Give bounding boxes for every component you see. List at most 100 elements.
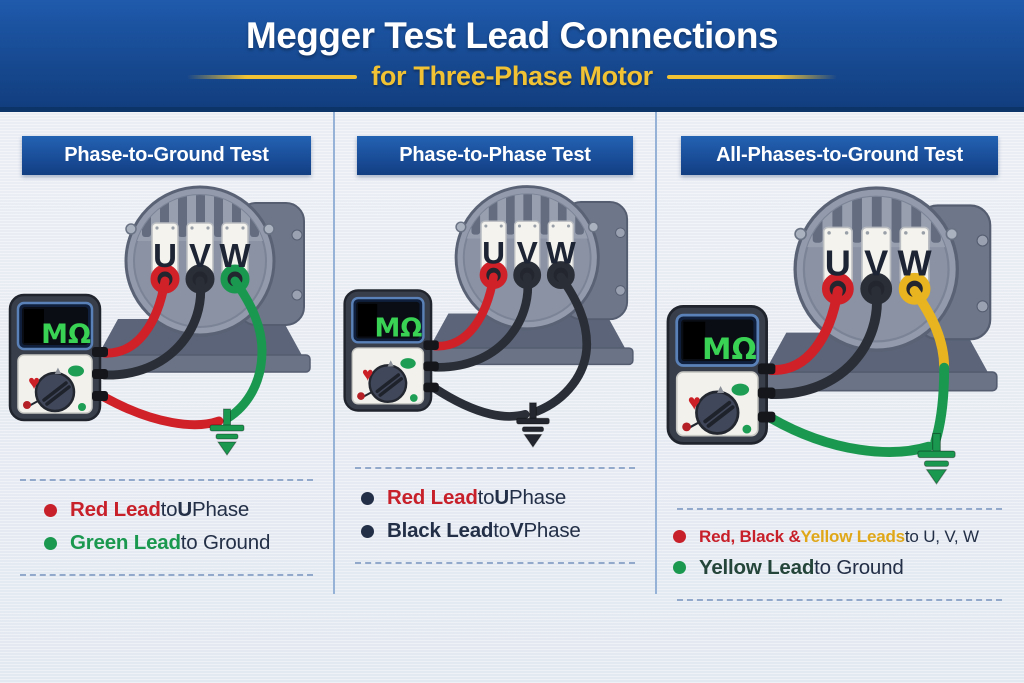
instruction-text: U [494,486,509,510]
megger-display: MΩ [41,319,91,350]
terminal-boots [479,261,575,289]
instruction-text: to [493,519,510,543]
page-title: Megger Test Lead Connections [245,14,779,56]
red-lead-wire [430,272,498,351]
heart-icon: ♥ [688,389,701,414]
terminal-v-label: V [864,243,888,284]
terminal-w-label: W [898,243,933,284]
instruction-text: U [177,498,192,521]
ground-clip-icon [209,408,245,456]
dashed-divider-top [355,467,635,470]
black-lead-wire-w-lower [532,339,592,416]
terminal-u-label: U [482,234,505,270]
terminal-w-label: W [219,237,251,274]
megger-device [666,304,778,446]
bullet-dot [44,503,57,517]
megger-device [342,288,441,413]
panel-all-phases-to-ground: All-Phases-to-Ground Test MΩ ♥ [655,112,1022,601]
phase-to-phase-illustration: MΩ ♥ ▲ U V W [342,177,655,448]
phase-to-ground-illustration: MΩ ♥ ▲ U V W [8,177,333,456]
earth-lead-wire [99,392,224,430]
terminal-u-label: U [825,243,851,284]
heart-icon: ♥ [28,372,40,394]
terminal-v-label: V [517,234,538,270]
v-terminal-boot [513,261,542,289]
v-terminal-boot [860,272,893,305]
range-triangle-icon: ▲ [386,357,396,369]
u-terminal-boot [479,261,508,289]
instruction-text: to [477,486,495,510]
panel-title: All-Phases-to-Ground Test [681,136,998,175]
earth-lead-wire [430,384,530,421]
bullet-dot [361,524,374,538]
panel-title: Phase-to-Phase Test [357,136,633,175]
instruction-text: Phase [508,486,567,510]
instruction-text: to [160,498,178,521]
subtitle-row: for Three-Phase Motor [187,61,837,92]
red-lead-wire [99,276,170,358]
instruction-text: to Ground [180,531,271,554]
range-triangle-icon: ▲ [715,382,727,396]
instruction-text: V [509,519,524,543]
terminal-boots [150,264,250,294]
bullet-dot [44,536,57,550]
instruction-text: Red, Black & [699,526,801,546]
page-subtitle: for Three-Phase Motor [371,61,653,92]
footer-strip [0,594,1024,683]
u-terminal-boot [821,272,854,305]
instruction-text: to U, V, W [904,526,979,546]
test-leads [766,286,950,457]
motor-graphic [756,177,997,391]
w-terminal-boot [220,264,250,294]
instruction-text: Red Lead [387,486,478,510]
lead-instruction: Black Lead to V Phase [361,519,649,543]
instruction-text: Black Lead [387,519,494,543]
terminal-labels: U V W [153,237,251,274]
instruction-text: Yellow Leads [800,526,906,546]
ground-clip-icon [917,432,956,485]
earth-lead-wire [766,413,934,457]
terminal-labels: U V W [482,234,576,270]
all-phases-to-ground-illustration: MΩ ♥ ▲ U V W [666,177,1022,485]
panel-phase-to-ground: Phase-to-Ground Test MΩ ♥ ▲ [0,112,333,594]
instruction-text: to Ground [814,555,904,579]
terminal-boots [821,272,931,305]
ground-lead-wire-lower [223,346,267,423]
dashed-divider-bottom [20,574,313,576]
dashed-divider-bottom [355,562,635,565]
bullet-dot [361,491,374,505]
panel-title: Phase-to-Ground Test [22,136,311,175]
megger-display: MΩ [374,314,422,344]
instruction-text: Phase [523,519,581,543]
dashed-divider-top [20,479,313,481]
gold-rule-right [666,74,837,79]
header-banner: Megger Test Lead Connections for Three-P… [0,0,1024,112]
black-lead-wire-v [430,272,533,372]
instruction-text: Green Lead [70,531,181,554]
v-terminal-boot [185,264,215,294]
instruction-text: Phase [191,498,250,521]
terminal-v-label: V [189,237,211,274]
lead-instruction: Yellow Lead to Ground [673,556,1016,580]
gold-rule-left [187,74,358,79]
panel-phase-to-phase: Phase-to-Phase Test MΩ ♥ ▲ [333,112,655,594]
terminal-w-label: W [546,234,576,270]
panels-row: Phase-to-Ground Test MΩ ♥ ▲ [0,112,1024,601]
black-lead-wire [766,286,882,399]
bullet-dot [673,530,686,544]
dashed-divider-top [677,507,1002,510]
dashed-divider-bottom [677,598,1002,601]
lead-instruction: Red Lead to U Phase [361,486,649,510]
test-leads [430,272,592,421]
w-terminal-boot [898,272,931,305]
red-lead-wire [766,286,843,375]
lead-instruction: Red, Black & Yellow Leads to U, V, W [673,527,1016,547]
lead-instruction: Red Lead to U Phase [44,498,327,522]
w-terminal-boot [546,261,575,289]
instruction-text: Yellow Lead [699,555,815,579]
megger-display: MΩ [702,332,757,366]
